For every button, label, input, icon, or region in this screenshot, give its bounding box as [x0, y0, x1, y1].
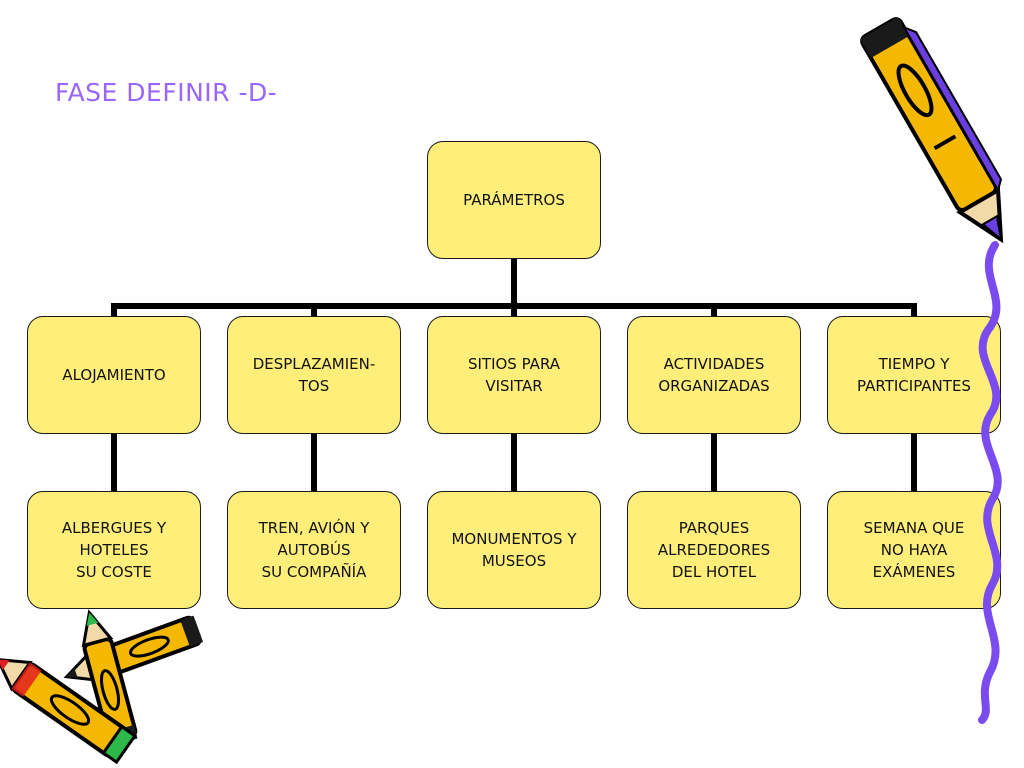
category-node: ALOJAMIENTO	[27, 316, 201, 434]
category-node: DESPLAZAMIEN- TOS	[227, 316, 401, 434]
detail-node: SEMANA QUE NO HAYA EXÁMENES	[827, 491, 1001, 609]
slide-title: FASE DEFINIR -D-	[55, 78, 278, 107]
category-node: ACTIVIDADES ORGANIZADAS	[627, 316, 801, 434]
detail-node: MONUMENTOS Y MUSEOS	[427, 491, 601, 609]
detail-node: PARQUES ALREDEDORES DEL HOTEL	[627, 491, 801, 609]
category-node: TIEMPO Y PARTICIPANTES	[827, 316, 1001, 434]
root-node: PARÁMETROS	[427, 141, 601, 259]
category-node: SITIOS PARA VISITAR	[427, 316, 601, 434]
detail-node: TREN, AVIÓN Y AUTOBÚS SU COMPAÑÍA	[227, 491, 401, 609]
detail-node: ALBERGUES Y HOTELES SU COSTE	[27, 491, 201, 609]
